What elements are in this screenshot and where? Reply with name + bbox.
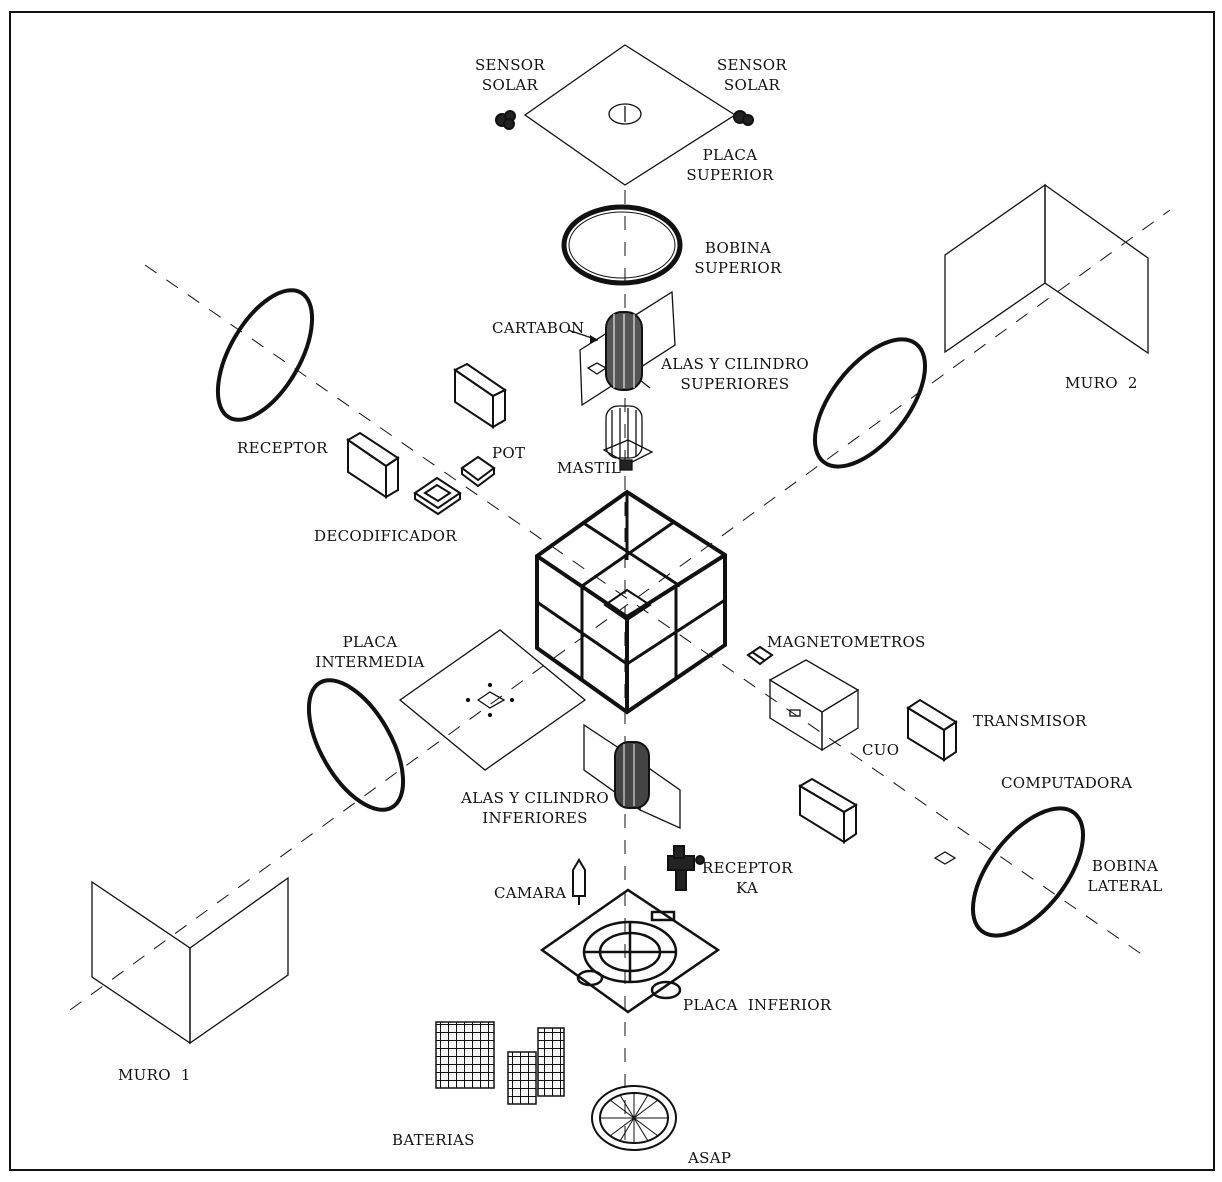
decodificador bbox=[413, 476, 462, 516]
label-alas-cilindro-inferiores: ALAS Y CILINDRO INFERIORES bbox=[461, 789, 609, 827]
label-receptor: RECEPTOR bbox=[237, 439, 328, 457]
label-mastil: MASTIL bbox=[557, 459, 622, 477]
receptor-box-2 bbox=[453, 362, 507, 429]
asap bbox=[591, 1085, 677, 1151]
cuo-box bbox=[768, 659, 860, 752]
diagram-border bbox=[9, 11, 1215, 1171]
placa-superior bbox=[523, 44, 737, 186]
mastil bbox=[602, 405, 654, 471]
bobina-superior bbox=[561, 204, 683, 286]
small-plate bbox=[933, 851, 957, 865]
alas-cilindro-superiores bbox=[579, 290, 676, 407]
label-cartabon: CARTABON bbox=[492, 319, 585, 337]
transmisor-box bbox=[906, 698, 958, 762]
label-sensor-solar-right: SENSOR SOLAR bbox=[716, 56, 788, 94]
receptor-ka bbox=[667, 845, 705, 891]
label-placa-inferior: PLACA INFERIOR bbox=[683, 996, 832, 1014]
muro-1 bbox=[91, 876, 289, 1045]
ring-upper-left bbox=[215, 288, 315, 422]
label-placa-intermedia: PLACA INTERMEDIA bbox=[315, 633, 425, 671]
label-computadora: COMPUTADORA bbox=[1001, 774, 1133, 792]
label-asap: ASAP bbox=[688, 1149, 732, 1167]
baterias bbox=[435, 1021, 565, 1105]
label-placa-superior: PLACA SUPERIOR bbox=[686, 146, 774, 184]
label-decodificador: DECODIFICADOR bbox=[314, 527, 457, 545]
magnetometros bbox=[746, 645, 774, 666]
ring-upper-right bbox=[812, 337, 928, 469]
camara bbox=[572, 858, 586, 905]
label-transmisor: TRANSMISOR bbox=[973, 712, 1087, 730]
computadora-box bbox=[798, 777, 858, 844]
label-magnetometros: MAGNETOMETROS bbox=[767, 633, 926, 651]
placa-inferior bbox=[539, 888, 721, 1014]
sensor-solar-right bbox=[733, 110, 754, 126]
muro-2 bbox=[944, 183, 1149, 355]
label-muro-1: MURO 1 bbox=[118, 1066, 191, 1084]
alas-cilindro-inferiores bbox=[583, 723, 681, 830]
label-alas-cilindro-superiores: ALAS Y CILINDRO SUPERIORES bbox=[661, 355, 809, 393]
label-bobina-lateral: BOBINA LATERAL bbox=[1087, 857, 1163, 895]
sensor-solar-left bbox=[495, 110, 516, 130]
label-camara: CAMARA bbox=[494, 884, 567, 902]
label-muro-2: MURO 2 bbox=[1065, 374, 1138, 392]
label-baterias: BATERIAS bbox=[392, 1131, 475, 1149]
ring-lower-left bbox=[306, 678, 406, 812]
label-pot: POT bbox=[492, 444, 526, 462]
pot bbox=[460, 455, 496, 488]
label-sensor-solar-left: SENSOR SOLAR bbox=[474, 56, 546, 94]
structure-cube bbox=[535, 489, 727, 715]
bobina-lateral-ring bbox=[970, 806, 1086, 938]
receptor-box bbox=[346, 431, 400, 499]
label-cuo: CUO bbox=[862, 741, 900, 759]
label-bobina-superior: BOBINA SUPERIOR bbox=[694, 239, 782, 277]
label-receptor-ka: RECEPTOR KA bbox=[702, 859, 793, 897]
placa-intermedia bbox=[398, 629, 587, 771]
alas-leader bbox=[639, 379, 651, 389]
